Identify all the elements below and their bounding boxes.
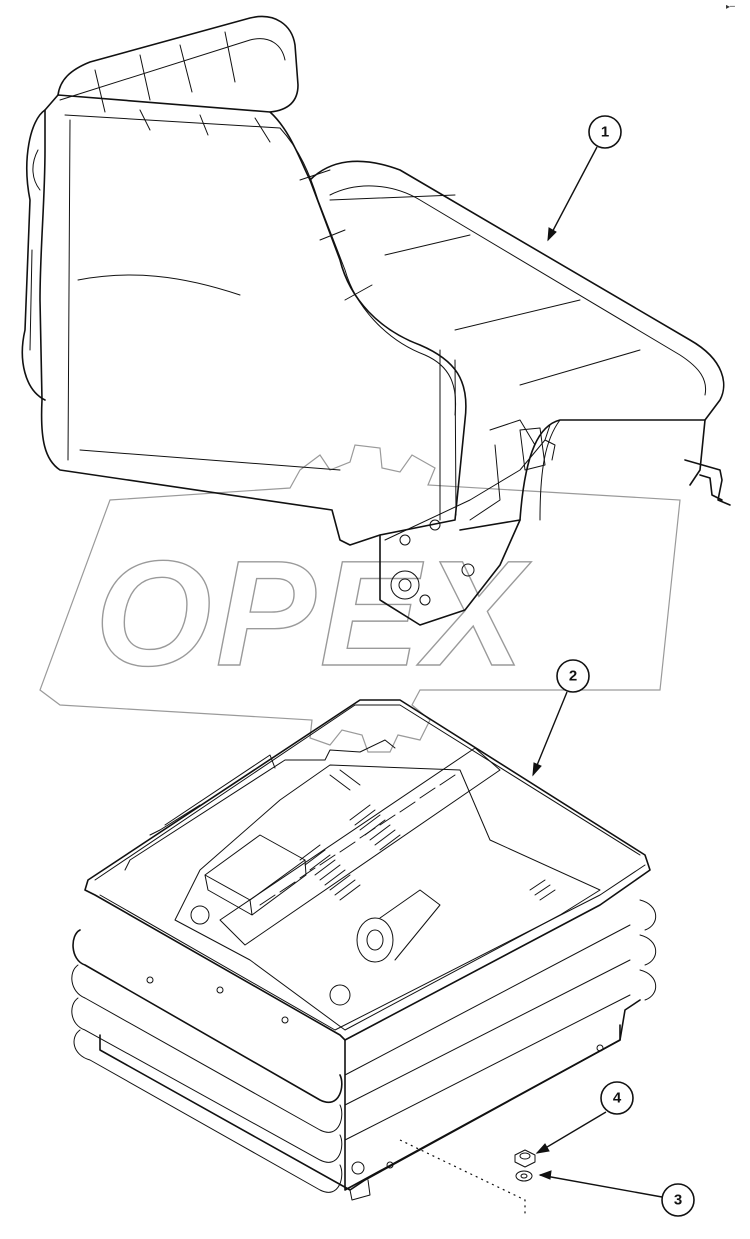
callout-1-number: 1: [601, 124, 609, 141]
watermark-text: OPEX: [95, 529, 532, 697]
callout-3-number: 3: [674, 1192, 682, 1209]
callout-4-number: 4: [613, 1090, 622, 1107]
suspension-top-plate: [84, 699, 651, 1041]
callout-4-circle: [600, 1081, 634, 1115]
compressor-motor: [356, 917, 394, 963]
slotted-plate: [219, 747, 501, 946]
coil-springs: [299, 769, 556, 901]
corner-mark: ▸─: [726, 2, 735, 11]
callout-3-circle: [661, 1183, 695, 1217]
callout-1-circle: [588, 115, 622, 149]
washer: [515, 1170, 533, 1182]
seat-assembly: [21, 15, 731, 626]
base-plate: [99, 1024, 621, 1191]
seat-cushion: [309, 160, 725, 486]
seat-slide-bracket: [379, 519, 521, 626]
nut: [514, 1149, 536, 1168]
callout-2-number: 2: [569, 668, 577, 685]
opex-watermark: OPEX: [39, 444, 681, 753]
callout-2-circle: [556, 659, 590, 693]
suspension-base: [71, 699, 657, 1215]
headrest: [57, 15, 299, 113]
fastener-dotted-line: [399, 1139, 526, 1215]
callouts: 1 2 3 4: [532, 115, 695, 1217]
damper-block: [204, 834, 307, 916]
fasteners: [514, 1149, 536, 1182]
rubber-bellows: [71, 899, 657, 1193]
backrest: [39, 94, 467, 546]
